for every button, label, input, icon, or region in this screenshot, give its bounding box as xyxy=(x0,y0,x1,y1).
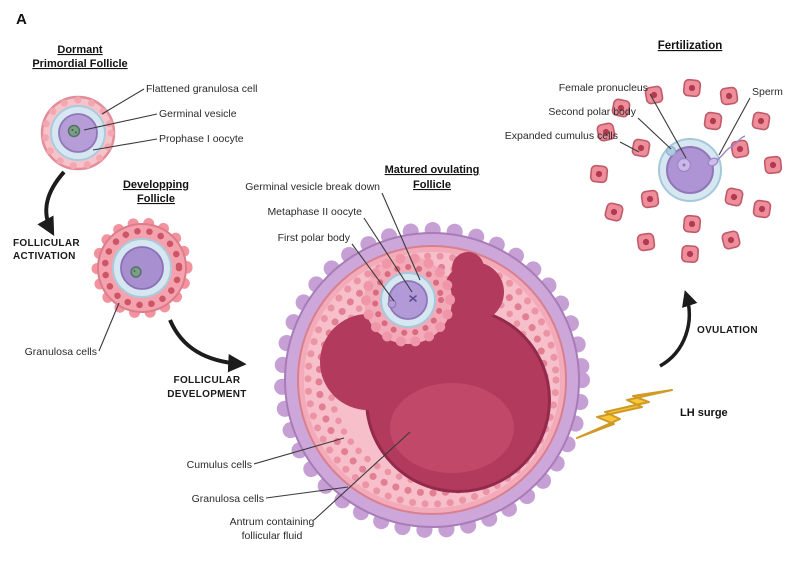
leader-line-second-polar-body xyxy=(637,117,672,150)
matured-follicle-stage: Matured ovulating Follicle xyxy=(187,164,590,542)
follicular-activation-arrow xyxy=(37,170,66,237)
label-antrum-line1: Antrum containing xyxy=(230,516,315,528)
antrum-right-horn-tip xyxy=(452,252,484,284)
label-first-polar-body: First polar body xyxy=(278,232,351,244)
leader-line-sperm xyxy=(718,97,751,156)
label-sperm: Sperm xyxy=(752,86,783,98)
label-antrum-line2: follicular fluid xyxy=(242,530,303,542)
leader-line-germinal-vesicle xyxy=(83,113,158,131)
leader-line-cumulus-cells xyxy=(253,437,345,465)
label-metaphase-oocyte: Metaphase II oocyte xyxy=(267,206,362,218)
follicular-development-label-line1: FOLLICULAR xyxy=(174,375,241,386)
follicular-development-arrow xyxy=(168,319,247,373)
developing-follicle-illustration xyxy=(91,217,193,319)
cumulus-cell xyxy=(682,78,702,98)
leader-line-flattened-granulosa xyxy=(101,88,145,115)
pronucleus-dot xyxy=(682,163,686,167)
label-germinal-vesicle: Germinal vesicle xyxy=(159,108,237,120)
granulosa-dots-ring xyxy=(101,227,183,309)
cumulus-cell xyxy=(723,186,745,208)
cumulus-cell xyxy=(703,111,723,131)
gv-dot xyxy=(71,129,74,131)
dormant-title-line1: Dormant xyxy=(57,44,103,56)
ovulation-step: OVULATION xyxy=(659,290,758,368)
fertilization-stage: Fertilization xyxy=(505,40,783,264)
leader-line-antrum xyxy=(313,431,411,521)
cumulus-cell xyxy=(752,199,772,219)
developing-follicle-stage: Developping Follicle Granulosa cells xyxy=(25,179,193,358)
cumulus-cell xyxy=(763,155,783,175)
cumulus-cell xyxy=(720,229,742,251)
sperm-icon xyxy=(707,135,746,167)
granulosa-cell-bumps xyxy=(41,96,115,170)
follicular-activation-label-line2: ACTIVATION xyxy=(13,251,76,262)
label-female-pronucleus: Female pronucleus xyxy=(559,82,648,94)
label-cumulus-cells: Cumulus cells xyxy=(187,459,252,471)
cumulus-cells-ring xyxy=(361,253,455,347)
cumulus-cell xyxy=(750,110,772,132)
cumulus-cell xyxy=(680,244,700,264)
cumulus-oocyte-complex xyxy=(361,253,455,347)
dormant-follicle-illustration xyxy=(40,95,116,171)
leader-line-expanded-cumulus xyxy=(619,141,640,153)
leader-line-granulosa-cells xyxy=(265,486,349,499)
label-ovulation: OVULATION xyxy=(697,325,758,336)
label-prophase-oocyte: Prophase I oocyte xyxy=(159,133,244,145)
follicular-development-label-line2: DEVELOPMENT xyxy=(167,389,246,400)
developing-title-line2: Follicle xyxy=(137,193,175,205)
dormant-follicle-stage: Dormant Primordial Follicle Flattened gr… xyxy=(32,44,258,171)
label-granulosa-cells-matured: Granulosa cells xyxy=(192,493,264,505)
panel-label: A xyxy=(16,11,27,28)
cumulus-cell xyxy=(636,232,656,252)
label-flattened-granulosa-cell: Flattened granulosa cell xyxy=(146,83,258,95)
antrum-highlight xyxy=(390,383,514,473)
matured-follicle-illustration xyxy=(274,222,590,538)
oocyte xyxy=(120,246,164,290)
cumulus-cell xyxy=(603,201,625,223)
germinal-vesicle-icon xyxy=(67,124,81,138)
matured-title-line1: Matured ovulating xyxy=(385,164,480,176)
leader-line-metaphase-oocyte xyxy=(363,217,413,293)
dormant-title-line2: Primordial Follicle xyxy=(32,58,127,70)
cumulus-cell xyxy=(630,137,652,159)
gv-dot xyxy=(75,131,77,134)
lh-surge: LH surge xyxy=(576,389,728,439)
metaphase-chromosomes-icon xyxy=(409,295,417,302)
second-polar-body-icon xyxy=(665,145,677,157)
first-polar-body-icon xyxy=(387,299,397,309)
leader-line-prophase-oocyte xyxy=(92,138,158,151)
cumulus-cell xyxy=(640,189,660,209)
label-expanded-cumulus-cells: Expanded cumulus cells xyxy=(505,130,618,142)
antrum xyxy=(320,252,551,493)
follicular-activation-step: FOLLICULAR ACTIVATION xyxy=(13,170,80,262)
germinal-vesicle-icon xyxy=(130,266,142,278)
follicular-activation-label-line1: FOLLICULAR xyxy=(13,238,80,249)
matured-title-line2: Follicle xyxy=(413,179,451,191)
gv-dot xyxy=(133,270,136,272)
developing-title-line1: Developping xyxy=(123,179,189,191)
oocyte xyxy=(666,146,714,194)
leader-line-gv-breakdown xyxy=(381,192,421,281)
corona-cells-ring xyxy=(372,264,444,336)
leader-line-granulosa-cells xyxy=(98,302,120,352)
cumulus-cell xyxy=(589,164,609,184)
leader-line-first-polar-body xyxy=(351,243,395,302)
label-lh-surge: LH surge xyxy=(680,407,728,419)
fertilized-oocyte-illustration xyxy=(658,135,746,202)
fertilization-title: Fertilization xyxy=(658,40,723,52)
label-granulosa-cells-developing: Granulosa cells xyxy=(25,346,97,358)
cumulus-cell xyxy=(682,214,702,234)
leader-line-female-pronucleus xyxy=(649,93,687,159)
granulosa-dots-row1 xyxy=(304,252,560,508)
follicular-development-step: FOLLICULAR DEVELOPMENT xyxy=(167,319,247,400)
cumulus-cell xyxy=(719,86,739,106)
theca-scallop-edge xyxy=(274,222,590,538)
metaphase-oocyte xyxy=(388,280,428,320)
ovulation-arrow xyxy=(659,290,698,368)
lightning-bolt-icon xyxy=(576,389,673,439)
label-gv-breakdown: Germinal vesicle break down xyxy=(245,181,380,193)
label-second-polar-body: Second polar body xyxy=(548,106,636,118)
cumulus-cell xyxy=(729,138,751,160)
